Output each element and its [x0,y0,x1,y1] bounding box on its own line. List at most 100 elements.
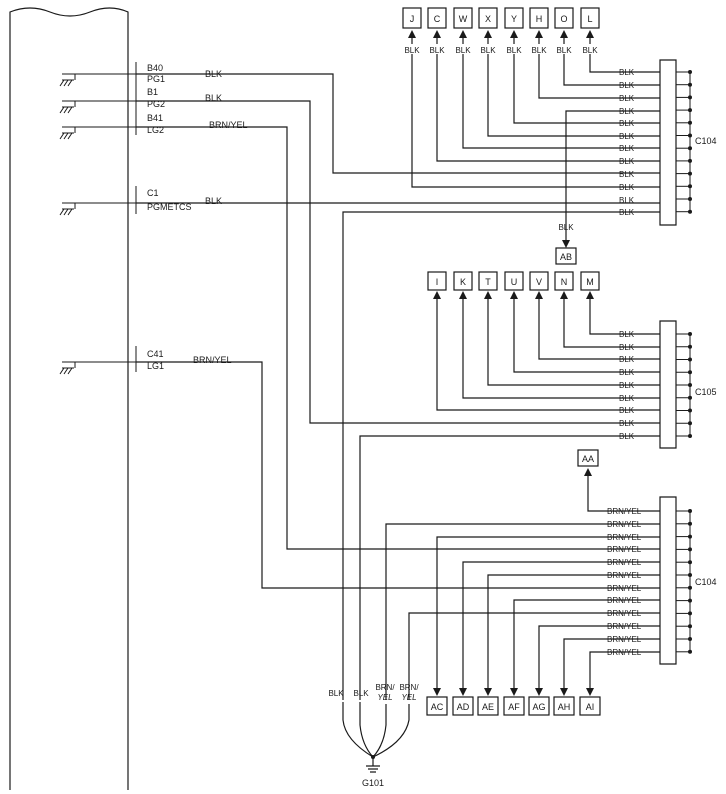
pin-c41-label: C41 [147,349,164,359]
wire-label-pg1: BLK [205,69,222,79]
pin-c1-label: C1 [147,188,159,198]
c104-bottom-connector: C104 [659,496,717,665]
svg-text:BLK: BLK [619,170,635,179]
c104-bottom-junction-dot [688,521,692,526]
wire-label-lg1: BRN/YEL [193,355,232,365]
c104-bottom-junction-dot [688,547,692,552]
pin-b40-label: B40 [147,63,163,73]
terminal-ai: AI [579,696,601,716]
svg-text:BLK: BLK [582,46,598,55]
svg-text:BLK: BLK [619,81,635,90]
bottom-terminal-arrows [433,688,594,696]
c105-junction-dot [688,332,692,336]
svg-text:X: X [485,14,491,24]
svg-text:BRN/YEL: BRN/YEL [607,571,642,580]
pin-lg1-label: LG1 [147,361,164,371]
c104-bottom-label: C104 [695,577,717,587]
terminal-ah: AH [553,696,575,716]
pin-b41-label: B41 [147,113,163,123]
terminal-m: M [580,271,600,291]
c105-junction-dot [688,421,692,426]
svg-text:I: I [436,277,439,287]
c104-bottom-wires [385,523,660,700]
svg-text:BLK: BLK [619,343,635,352]
svg-text:BLK: BLK [558,223,574,232]
svg-text:AI: AI [586,702,595,712]
c104-top-junction-dot [688,146,692,151]
svg-text:BRN/YEL: BRN/YEL [607,533,642,542]
svg-text:T: T [485,277,491,287]
svg-text:BRN/YEL: BRN/YEL [607,558,642,567]
svg-text:C: C [434,14,441,24]
c105-junction-dot [688,383,692,387]
svg-text:BLK: BLK [556,46,572,55]
c104-bottom-junction-dot [688,598,692,603]
svg-text:N: N [561,277,568,287]
svg-text:BLK: BLK [619,157,635,166]
svg-text:H: H [536,14,543,24]
terminal-aa: AA [577,449,660,512]
c105-junction-dot [688,395,692,400]
svg-text:BLK: BLK [455,46,471,55]
terminal-af: AF [503,696,525,716]
terminal-ad: AD [452,696,474,716]
c104-top-connector: C104 [659,59,717,226]
terminal-o: O [554,7,574,29]
c104-bottom-junction-dot [688,649,692,654]
c104-bottom-pin-labels: BRN/YEL BRN/YEL BRN/YEL BRN/YEL BRN/YEL … [607,507,642,657]
svg-text:K: K [460,277,466,287]
svg-text:BLK: BLK [619,68,635,77]
terminal-l: L [580,7,600,29]
svg-text:YEL: YEL [401,693,416,702]
c104-bottom-junction-dot [688,560,692,565]
terminal-y: Y [504,7,524,29]
svg-text:BLK: BLK [328,689,344,698]
c104-top-junction-dot [688,82,692,87]
svg-text:BLK: BLK [429,46,445,55]
terminal-n: N [554,271,574,291]
svg-text:BLK: BLK [619,119,635,128]
wire-label-lg2: BRN/YEL [209,120,248,130]
svg-text:BRN/: BRN/ [375,683,395,692]
svg-text:BLK: BLK [531,46,547,55]
svg-text:BLK: BLK [480,46,496,55]
ecm-pin-labels: B40 PG1 B1 PG2 B41 LG2 C1 PGMETCS C41 LG… [147,63,192,371]
svg-text:BRN/YEL: BRN/YEL [607,635,642,644]
svg-text:Y: Y [511,14,517,24]
c104-top-junction-dot [688,120,692,125]
svg-text:BLK: BLK [619,406,635,415]
svg-text:BLK: BLK [619,107,635,116]
connector-junctions [676,70,692,654]
pin-pgmetcs-label: PGMETCS [147,202,192,212]
c105-junction-dot [688,434,692,438]
c105-junction-dot [688,344,692,349]
svg-text:U: U [511,277,518,287]
terminal-c: C [427,7,447,29]
c104-top-junction-dot [688,184,692,189]
svg-text:BRN/: BRN/ [399,683,419,692]
mid-terminals: I K T U V N M [427,271,600,291]
svg-text:BLK: BLK [619,381,635,390]
c104-bottom-junction-dot [688,611,692,616]
top-terminal-wire-labels: BLK BLK BLK BLK BLK BLK BLK BLK [404,46,598,55]
c104-top-label: C104 [695,136,717,146]
ground-wire-labels: BLK BLK BRN/ YEL BRN/ YEL [328,683,419,702]
c105-label: C105 [695,387,717,397]
c104-bottom-junction-dot [688,637,692,641]
pin-pg2-label: PG2 [147,99,165,109]
terminal-ae: AE [477,696,499,716]
top-terminals: J C W X Y H O L [402,7,600,29]
pin-b1-label: B1 [147,87,158,97]
c105-wires [359,293,660,700]
svg-text:AC: AC [431,702,444,712]
ecm-output-wires [136,73,660,589]
svg-text:BLK: BLK [619,132,635,141]
mid-terminal-arrows [433,291,594,299]
terminal-k: K [453,271,473,291]
svg-text:BLK: BLK [619,196,635,205]
svg-text:AF: AF [508,702,520,712]
svg-text:BRN/YEL: BRN/YEL [607,520,642,529]
bottom-terminals: AC AD AE AF AG AH AI [426,696,601,716]
c104-bottom-junction-dot [688,573,692,577]
